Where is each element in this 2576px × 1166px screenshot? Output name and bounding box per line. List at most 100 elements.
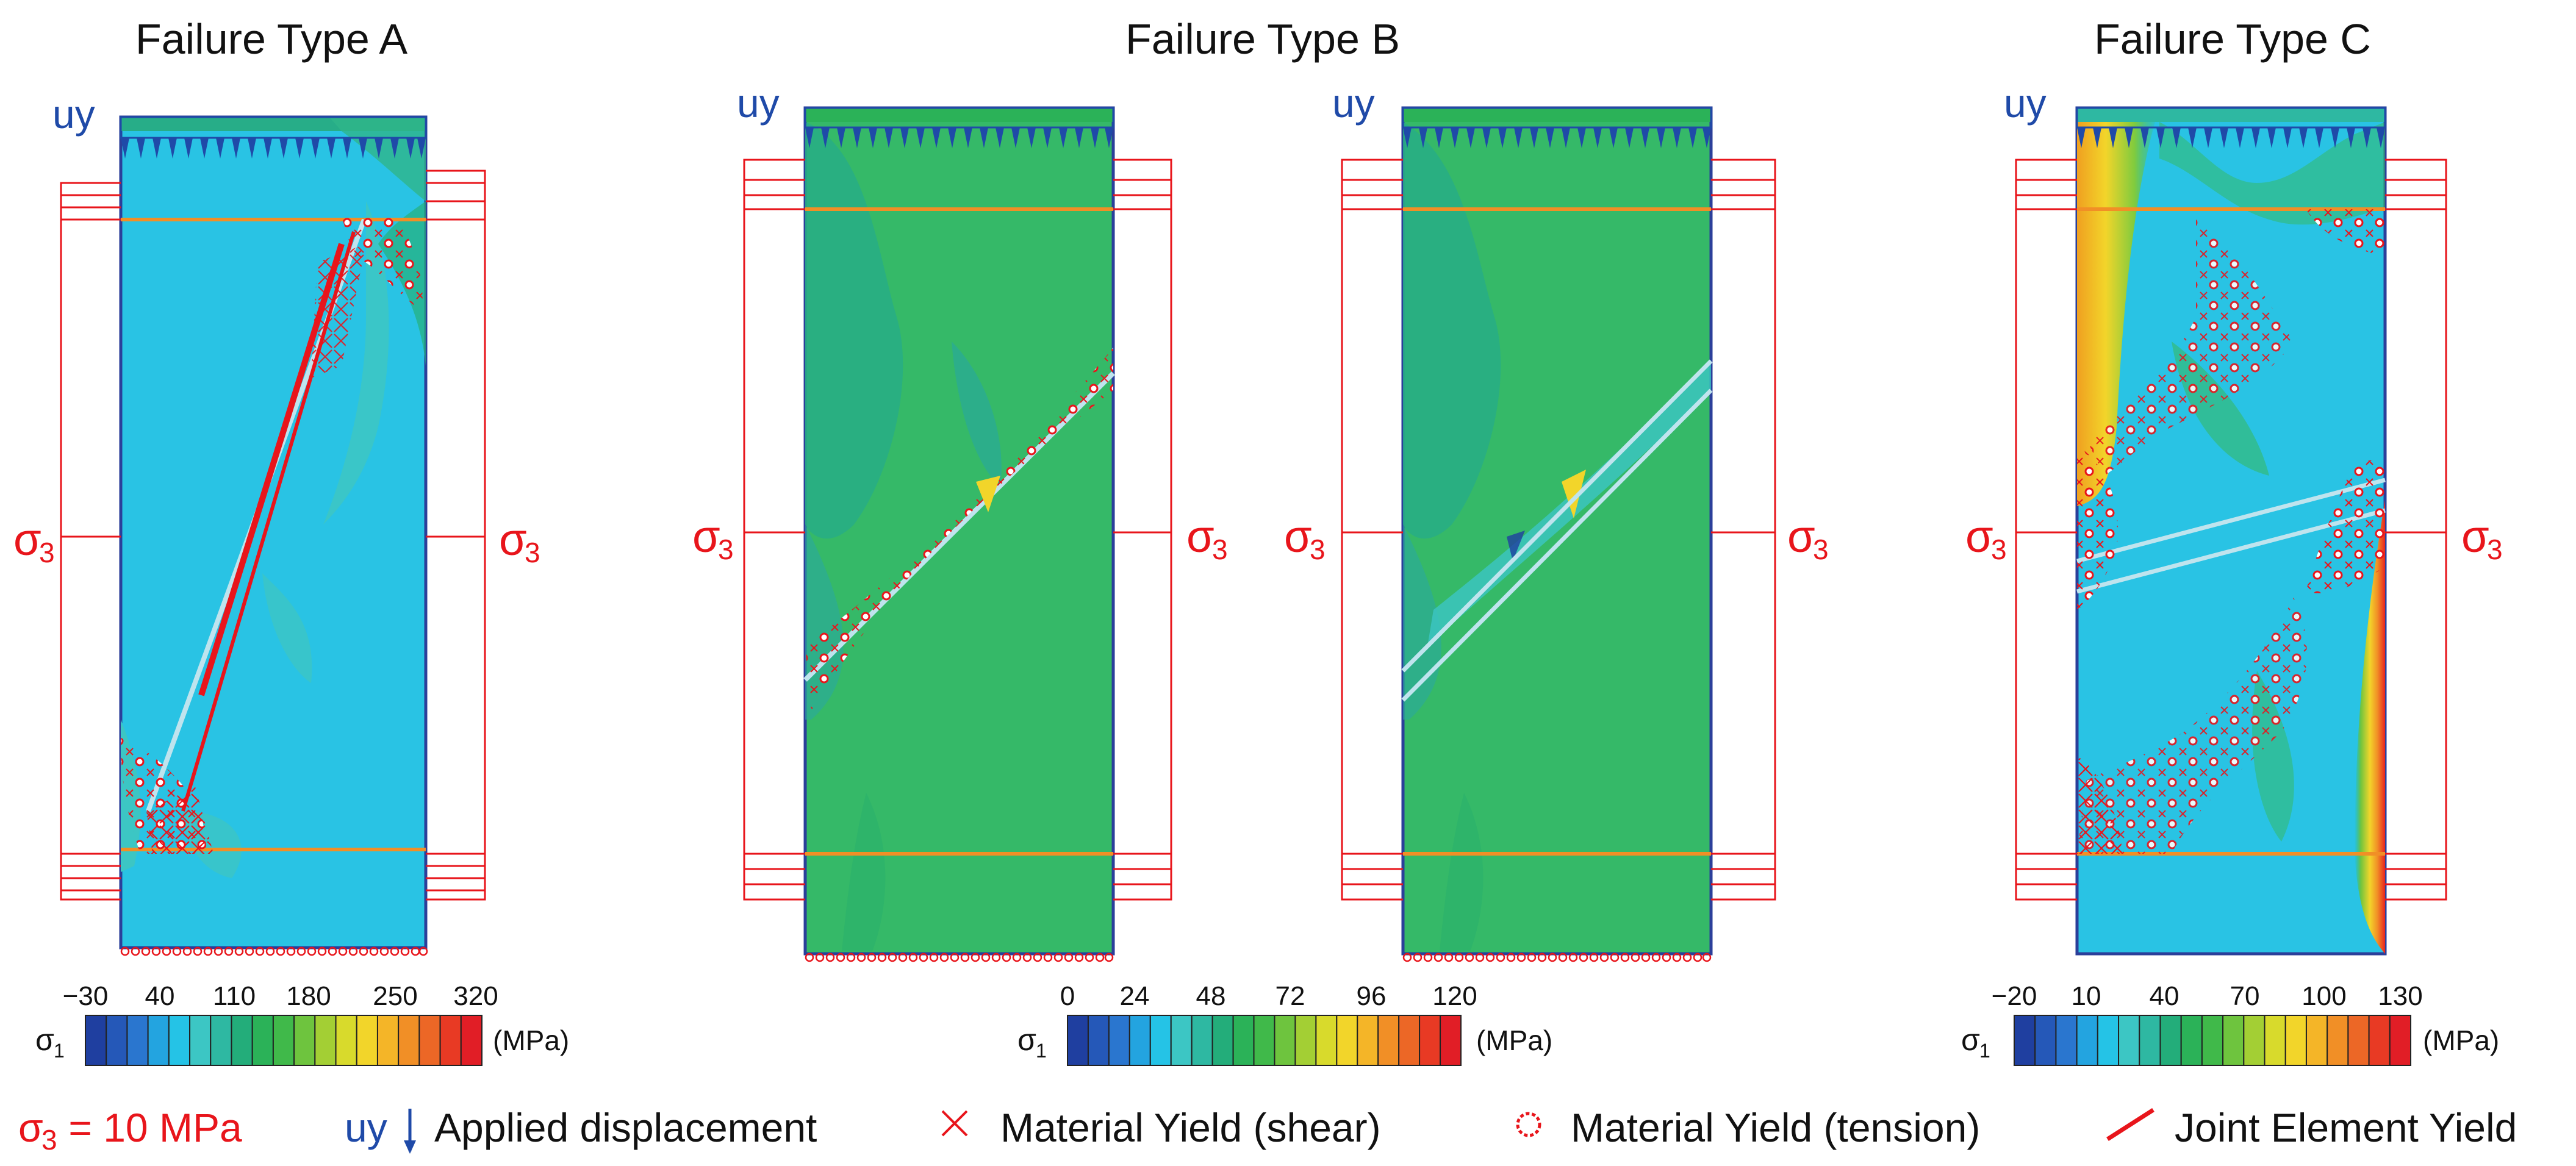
sigma3-right-b2: σ <box>1787 511 1815 562</box>
colorbar-swatch <box>2284 1015 2307 1066</box>
sigma3-right-c: σ <box>2461 511 2489 562</box>
yield-zone-c-right <box>2306 457 2385 593</box>
colorbar-c-tick-5: 130 <box>2378 981 2422 1011</box>
confining-load-right-c <box>2385 159 2447 901</box>
colorbar-swatch <box>1170 1015 1193 1066</box>
colorbar-a-swatches <box>85 1015 483 1066</box>
tension-circle-icon <box>1516 1112 1541 1137</box>
legend: σ 3 = 10 MPa uy Applied displacement Mat… <box>18 1105 2517 1156</box>
colorbar-swatch <box>2139 1015 2161 1066</box>
colorbar-a-tick-3: 180 <box>286 981 331 1011</box>
panel-failure-type-b-left: uy <box>692 80 1228 962</box>
confining-load-left-b1 <box>743 159 805 901</box>
uy-label-a: uy <box>52 91 95 137</box>
contour-patch <box>1507 531 1525 561</box>
colorbar-c-sigma-sub: 1 <box>1979 1040 1990 1062</box>
title-failure-type-b: Failure Type B <box>1125 15 1400 63</box>
panel-failure-type-a: uy <box>13 91 540 956</box>
fracture-plane-b2 <box>1401 359 1713 673</box>
colorbar-swatch <box>2347 1015 2370 1066</box>
colorbar-a-tick-4: 250 <box>373 981 417 1011</box>
contour-patch <box>1403 108 1711 122</box>
uy-label-c: uy <box>2004 80 2047 126</box>
colorbar-swatch <box>2034 1015 2057 1066</box>
colorbar-swatch <box>356 1015 378 1066</box>
yield-zone-b1 <box>805 348 1113 710</box>
colorbar-swatch <box>1128 1015 1151 1066</box>
contour-patch <box>2355 500 2385 954</box>
yield-zone-c-lower <box>2077 598 2307 854</box>
legend-sigma3-sub: 3 <box>41 1124 57 1156</box>
colorbar-swatch <box>272 1015 295 1066</box>
displacement-arrows-b2 <box>1402 107 1712 148</box>
legend-sigma3-value: = 10 MPa <box>57 1105 242 1150</box>
colorbar-swatch <box>439 1015 462 1066</box>
colorbar-c-tick-3: 70 <box>2230 981 2260 1011</box>
contour-patch <box>805 122 903 539</box>
colorbar-a-sigma: σ <box>35 1023 54 1057</box>
displacement-arrows-a <box>120 116 427 159</box>
colorbar-b-tick-1: 24 <box>1120 981 1150 1011</box>
colorbar-swatch <box>2305 1015 2328 1066</box>
colorbar-swatch <box>2076 1015 2098 1066</box>
colorbar-swatch <box>2180 1015 2203 1066</box>
colorbar-swatch <box>1274 1015 1296 1066</box>
colorbar-a-sigma-sub: 1 <box>54 1040 65 1062</box>
shear-cross-icon <box>941 1110 968 1137</box>
colorbar-swatch <box>1377 1015 1400 1066</box>
yield-zone-a-bottom <box>146 787 213 854</box>
colorbar-b: σ 1 0 24 48 72 96 120 (MPa) <box>1017 981 1552 1066</box>
colorbar-swatch <box>2014 1015 2036 1066</box>
colorbar-swatch <box>460 1015 483 1066</box>
yield-zone-c-bottom-left <box>2077 756 2123 854</box>
displacement-arrows-b1 <box>804 107 1114 148</box>
colorbar-swatch <box>376 1015 400 1066</box>
sigma3-right-b2-sub: 3 <box>1813 534 1829 565</box>
colorbar-swatch <box>1253 1015 1275 1066</box>
colorbar-swatch <box>1087 1015 1110 1066</box>
colorbar-swatch <box>2055 1015 2078 1066</box>
legend-applied-displacement: Applied displacement <box>434 1105 817 1150</box>
colorbar-c-tick-1: 10 <box>2072 981 2101 1011</box>
sigma3-right-b1: σ <box>1186 511 1214 562</box>
contour-patch <box>1403 122 1501 539</box>
colorbar-b-tick-3: 72 <box>1275 981 1305 1011</box>
colorbar-swatch <box>189 1015 212 1066</box>
colorbar-swatch <box>106 1015 128 1066</box>
colorbar-a-tick-1: 40 <box>145 981 175 1011</box>
sigma3-left-a: σ <box>13 514 41 565</box>
colorbar-swatch <box>168 1015 191 1066</box>
colorbar-swatch <box>335 1015 357 1066</box>
colorbar-swatch <box>2368 1015 2391 1066</box>
colorbar-swatch <box>418 1015 441 1066</box>
title-failure-type-c: Failure Type C <box>2094 15 2371 63</box>
colorbar-b-tick-0: 0 <box>1060 981 1075 1011</box>
colorbar-swatch <box>2264 1015 2286 1066</box>
colorbar-swatch <box>2327 1015 2349 1066</box>
colorbar-swatch <box>398 1015 420 1066</box>
legend-uy-symbol: uy <box>345 1105 387 1150</box>
sigma3-right-c-sub: 3 <box>2487 534 2503 565</box>
confining-load-right-a <box>426 170 486 901</box>
colorbar-c-tick-2: 40 <box>2150 981 2180 1011</box>
sigma3-left-b2-sub: 3 <box>1310 534 1326 565</box>
legend-material-yield-tension: Material Yield (tension) <box>1571 1105 1980 1150</box>
colorbar-swatch <box>251 1015 274 1066</box>
colorbar-swatch <box>1067 1015 1089 1066</box>
colorbar-swatch <box>2159 1015 2182 1066</box>
colorbar-c-tick-4: 100 <box>2302 981 2346 1011</box>
colorbar-b-sigma-sub: 1 <box>1036 1040 1047 1062</box>
colorbar-swatch <box>231 1015 253 1066</box>
supports-b1 <box>805 953 1114 962</box>
supports-a <box>120 946 428 956</box>
colorbar-a-unit: (MPa) <box>493 1025 569 1056</box>
colorbar-swatch <box>1357 1015 1379 1066</box>
contour-patch <box>805 108 1113 122</box>
sigma3-left-a-sub: 3 <box>39 537 55 568</box>
colorbar-b-unit: (MPa) <box>1476 1025 1552 1056</box>
panel-failure-type-b-right: uy <box>1284 80 1829 962</box>
contour-patch <box>842 793 886 951</box>
contour-patch <box>2077 108 2385 122</box>
fracture-plane-b2 <box>1401 388 1713 702</box>
